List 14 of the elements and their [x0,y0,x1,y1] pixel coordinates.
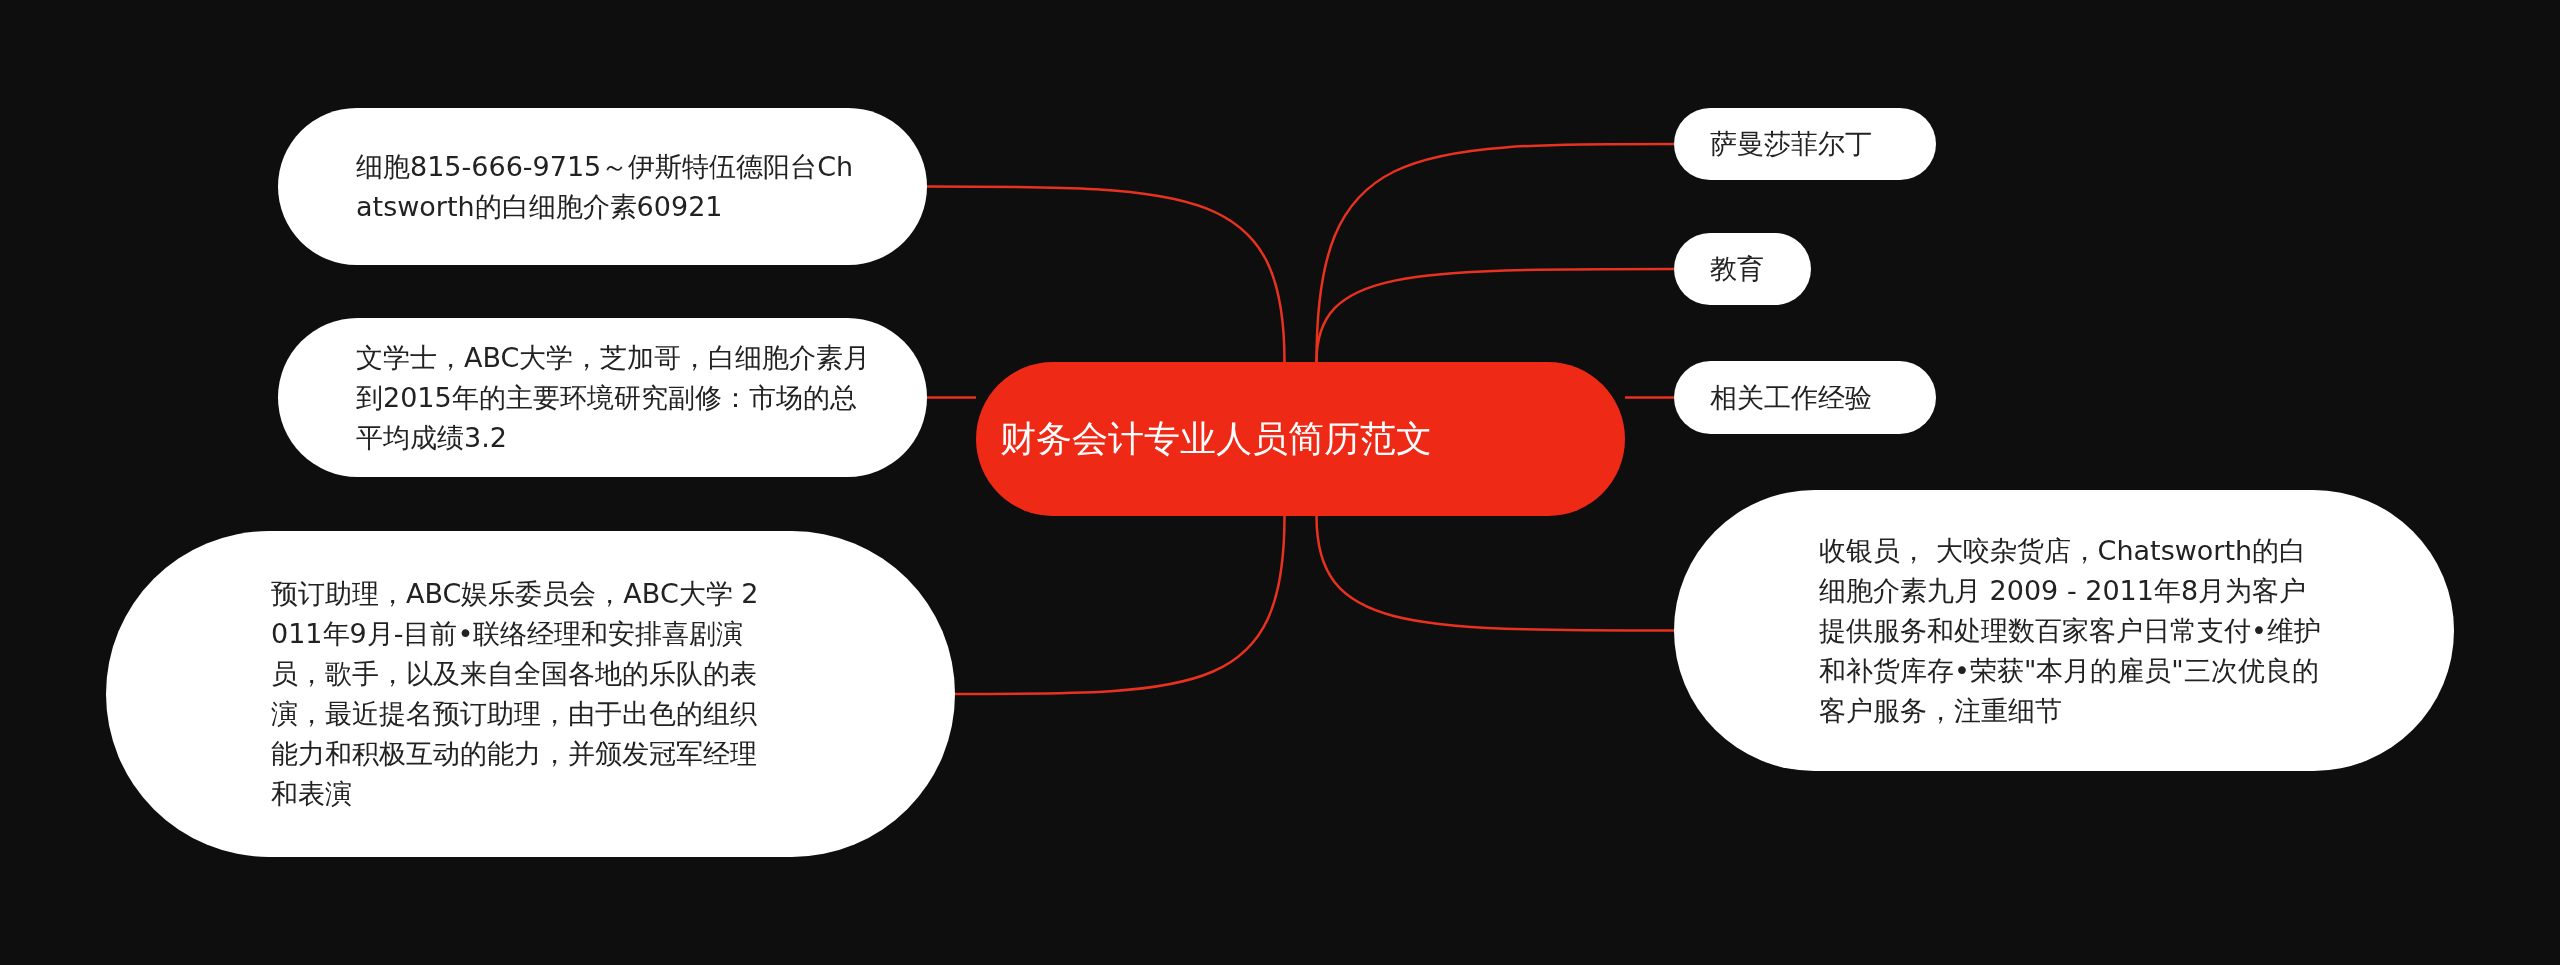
topic-text: 收银员， 大咬杂货店，Chatsworth的白细胞介素九月 2009 - 2011年8月为客户提供服务和处理数百家客户日常支付•维护和补货库存•荣获"本月的雇员"三次优良的客户服务，注重细节 [1819,533,2322,728]
topic-text: 教育 [1710,252,1765,286]
topic-text: 文学士，ABC大学，芝加哥，白细胞介素月到2015年的主要环境研究副修：市场的总平均成绩3.2 [356,340,872,455]
connector-line [927,396,976,399]
topic-text: 财务会计专业人员简历范文 [999,417,1433,461]
connector-line [1315,515,1674,632]
connector-line [955,515,1286,696]
topic-text: 细胞815-666-9715～伊斯特伍德阳台Chatsworth的白细胞介素60921 [356,149,855,224]
topic-text: 相关工作经验 [1710,380,1873,415]
connector-line [1625,396,1674,399]
topic-text: 萨曼莎菲尔丁 [1710,127,1873,161]
connector-line [927,185,1286,363]
topic-text: 预订助理，ABC娱乐委员会，ABC大学 2011年9月-目前•联络经理和安排喜剧演员，歌手，以及来自全国各地的乐队的表演，最近提名预订助理，由于出色的组织能力和积极互动的能力，并颁发冠军经理和表演 [271,577,760,811]
connector-line [1315,267,1674,363]
